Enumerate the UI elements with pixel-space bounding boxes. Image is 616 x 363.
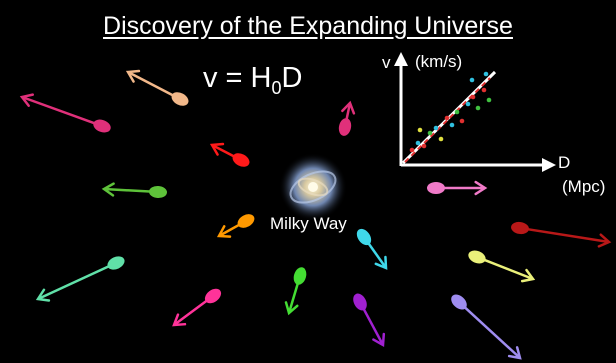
hubble-graph: [394, 52, 556, 172]
galaxy-green-icon: [101, 182, 167, 199]
graph-point: [409, 147, 415, 153]
milky-way-galaxy-icon: [279, 153, 347, 221]
galaxy-mint-icon: [35, 256, 125, 302]
graph-axes: [394, 52, 556, 172]
graph-point: [433, 125, 439, 131]
galaxy-yellow-icon: [468, 250, 536, 283]
galaxy-peach-icon: [125, 69, 189, 106]
galaxy-purple-icon: [353, 293, 386, 348]
graph-point: [486, 97, 492, 103]
galaxy-lime-icon: [284, 267, 307, 316]
galaxy-orange-icon: [216, 214, 255, 238]
formula-subscript: 0: [271, 77, 282, 98]
graph-point: [481, 87, 487, 93]
graph-point: [454, 109, 460, 115]
graph-point: [444, 115, 450, 121]
graph-fit-line-red: [404, 77, 491, 163]
graph-y-axis-label: v: [382, 53, 391, 72]
graph-point: [427, 130, 433, 136]
graph-point: [483, 71, 489, 77]
milky-way-label: Milky Way: [270, 214, 347, 233]
graph-point: [449, 122, 455, 128]
graph-point: [417, 127, 423, 133]
graph-point: [470, 94, 476, 100]
galaxy-red-icon: [209, 142, 250, 167]
graph-y-axis-unit: (km/s): [415, 52, 463, 71]
graph-x-axis-unit: (Mpc): [562, 177, 606, 196]
galaxy-crimson-icon: [511, 221, 612, 248]
graph-point: [469, 77, 475, 83]
graph-point: [475, 105, 481, 111]
galaxy-pink-icon: [338, 100, 356, 136]
graph-point: [421, 143, 427, 149]
formula-rhs: D: [281, 62, 303, 94]
hubble-law-formula: v = H0D: [203, 62, 302, 99]
diagram-title: Discovery of the Expanding Universe: [103, 12, 513, 40]
graph-point: [415, 140, 421, 146]
galaxy-lightpink-icon: [427, 180, 488, 196]
formula-lhs: v = H: [203, 62, 272, 94]
galaxy-magenta-icon: [172, 288, 222, 327]
graph-point: [438, 136, 444, 142]
galaxy-lavender-icon: [451, 294, 522, 360]
graph-point: [465, 101, 471, 107]
graph-point: [459, 118, 465, 124]
galaxy-pink-icon: [19, 93, 111, 133]
graph-scatter-points: [409, 71, 492, 153]
graph-x-axis-label: D: [558, 153, 571, 172]
galaxy-cyan-icon: [356, 228, 388, 270]
